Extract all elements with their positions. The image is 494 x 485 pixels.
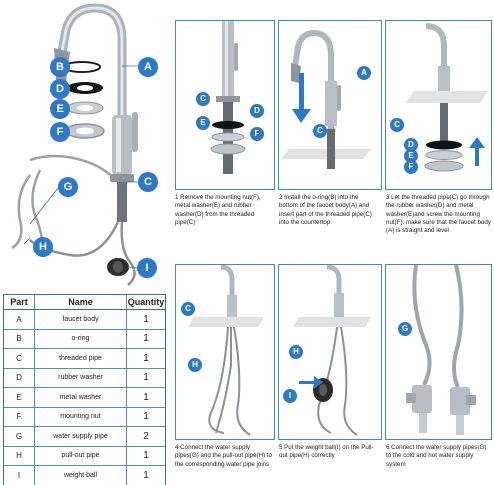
- label-d: D: [50, 79, 70, 99]
- cell-part: E: [4, 387, 35, 407]
- label-g: G: [58, 177, 78, 197]
- cell-quantity: 1: [126, 465, 165, 485]
- cell-quantity: 1: [126, 445, 165, 466]
- label-i: I: [137, 258, 157, 278]
- cell-quantity: 1: [126, 406, 165, 427]
- label-a: A: [357, 66, 371, 80]
- cell-part: I: [4, 465, 35, 485]
- cell-part: F: [4, 406, 35, 427]
- header-name: Name: [34, 295, 127, 310]
- step-2-pane: A C: [278, 20, 382, 190]
- cell-name: metal washer: [34, 387, 127, 407]
- label-c: C: [181, 302, 195, 316]
- step-6-text: 6 Connect the water supply pipes(G) to t…: [386, 444, 487, 468]
- label-c: C: [390, 118, 404, 132]
- step-5-pane: H I: [278, 264, 382, 440]
- cell-name: pull-out pipe: [34, 445, 127, 466]
- step-5-illustration: [293, 264, 371, 436]
- cell-quantity: 1: [126, 367, 165, 388]
- step-4-pane: C H: [175, 264, 275, 440]
- header-quantity: Quantity: [126, 295, 165, 310]
- label-a: A: [138, 57, 158, 77]
- label-e: E: [50, 99, 70, 119]
- step-6-pane: G: [385, 264, 492, 440]
- label-f: F: [250, 127, 264, 141]
- label-b: B: [50, 57, 70, 77]
- cell-quantity: 1: [126, 387, 165, 407]
- label-h: H: [188, 358, 202, 372]
- cell-part: C: [4, 348, 35, 368]
- cell-name: water supply pipe: [34, 426, 127, 446]
- step-6-illustration: [406, 264, 476, 435]
- label-h: H: [289, 345, 303, 359]
- label-f: F: [404, 160, 418, 174]
- cell-part: G: [4, 426, 35, 446]
- header-part: Part: [4, 295, 35, 310]
- faucet-overview-illustration: [11, 3, 140, 286]
- label-c: C: [196, 92, 210, 106]
- label-d: D: [250, 104, 264, 118]
- step-2-illustration: [281, 29, 371, 169]
- cell-name: o-ring: [34, 328, 127, 349]
- step-5-text: 5 Put the weight ball(I) on the Pull-out…: [279, 444, 374, 460]
- step-3-pane: C D E F: [385, 20, 492, 190]
- cell-name: threaded pipe: [34, 348, 127, 368]
- cell-part: D: [4, 367, 35, 388]
- step-1-illustration: [210, 21, 246, 174]
- cell-part: B: [4, 328, 35, 349]
- label-e: E: [404, 149, 418, 163]
- step-2-text: 2 Install the o-ring(B) into the bottom …: [279, 194, 372, 227]
- cell-quantity: 1: [126, 348, 165, 368]
- table-header-row: Part Name Quantity: [4, 295, 165, 310]
- cell-name: weight ball: [34, 465, 127, 485]
- cell-part: H: [4, 445, 35, 466]
- step-4-illustration: [188, 264, 264, 436]
- label-c: C: [138, 172, 158, 192]
- cell-part: A: [4, 309, 35, 329]
- step-1-pane: C D E F: [175, 20, 275, 190]
- label-c: C: [313, 124, 327, 138]
- label-i: I: [283, 389, 297, 403]
- label-h: H: [33, 237, 53, 257]
- label-d: D: [404, 138, 418, 152]
- step-4-text: 4 Connect the water supply pipes(G) and …: [175, 444, 272, 468]
- label-e: E: [196, 116, 210, 130]
- cell-name: faucet body: [34, 309, 127, 329]
- cell-quantity: 1: [126, 328, 165, 349]
- label-f: F: [50, 122, 70, 142]
- cell-name: mounting nut: [34, 406, 127, 427]
- step-3-illustration: [406, 23, 488, 172]
- cell-quantity: 1: [126, 309, 165, 329]
- cell-name: rubber washer: [34, 367, 127, 388]
- step-3-text: 3 Let the threaded pipe(C) go through th…: [386, 194, 491, 235]
- cell-quantity: 2: [126, 426, 165, 446]
- label-g: G: [398, 322, 412, 336]
- step-1-text: 1 Remove the mounting nut(F), metal wash…: [175, 194, 261, 227]
